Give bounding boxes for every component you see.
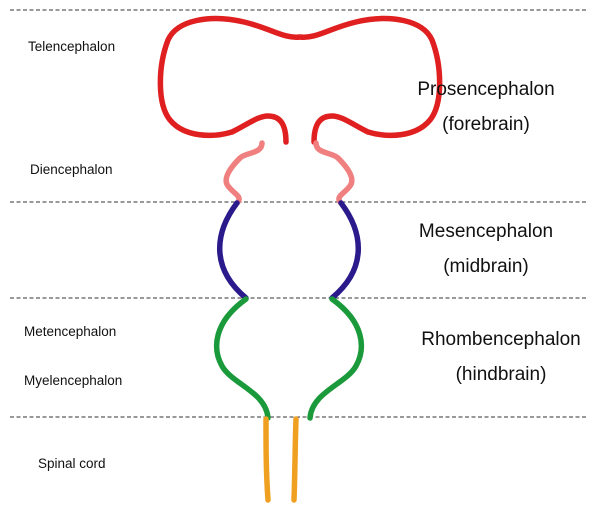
label-spinal-cord: Spinal cord (38, 456, 106, 471)
label-metencephalon: Metencephalon (24, 324, 116, 339)
label-midbrain: (midbrain) (443, 256, 529, 277)
label-mesencephalon: Mesencephalon (419, 221, 553, 242)
label-diencephalon: Diencephalon (30, 162, 113, 177)
mesencephalon-outline (220, 203, 359, 298)
label-myelencephalon: Myelencephalon (24, 373, 122, 388)
label-forebrain: (forebrain) (442, 114, 530, 135)
label-hindbrain: (hindbrain) (456, 364, 547, 385)
label-rhombencephalon: Rhombencephalon (421, 329, 581, 350)
spinal-cord-outline (266, 419, 296, 500)
rhombencephalon-outline (217, 299, 362, 418)
diencephalon-outline (226, 143, 352, 202)
label-telencephalon: Telencephalon (28, 39, 115, 54)
telencephalon-outline (160, 19, 439, 142)
label-prosencephalon: Prosencephalon (417, 79, 554, 100)
